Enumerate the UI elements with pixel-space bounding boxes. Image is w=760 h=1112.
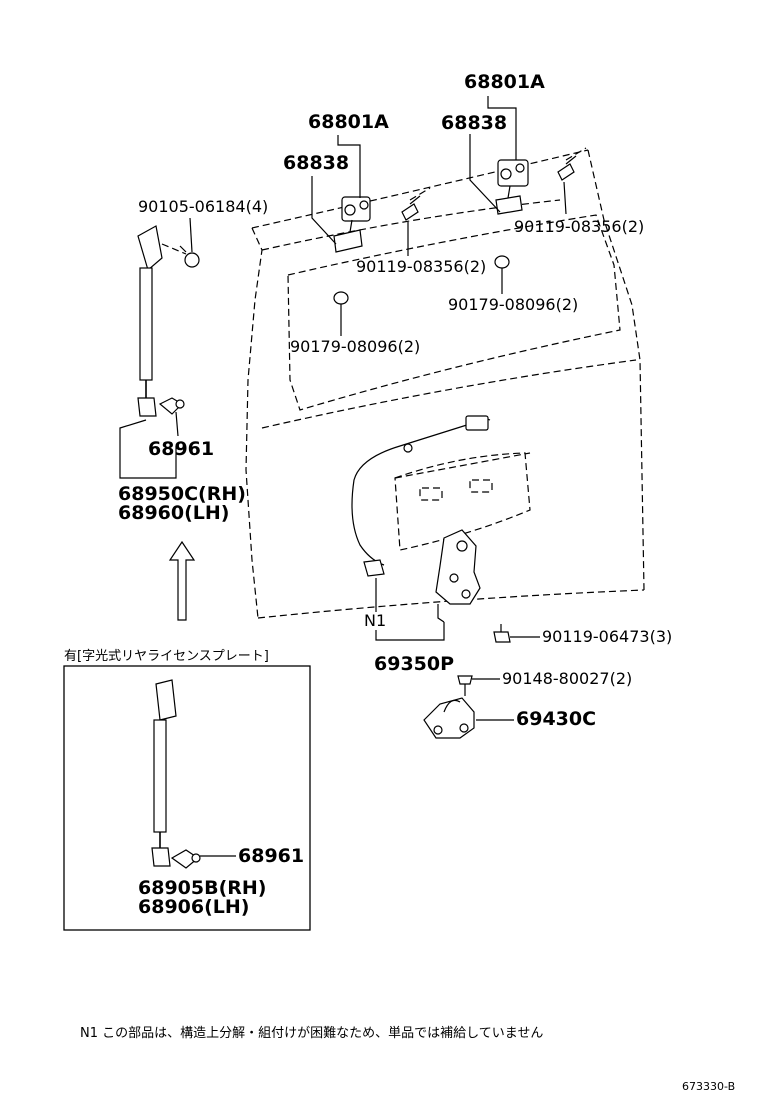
label-screw-right: 90119-08356(2) [514, 217, 644, 236]
hinge-left-part [333, 196, 371, 253]
license-garnish [394, 452, 531, 551]
inset-stud-ball-part [170, 849, 236, 869]
label-n1: N1 [364, 611, 386, 630]
label-inset-strut-lh: 68906(LH) [138, 896, 249, 918]
leader-lines [119, 96, 567, 721]
inset-gas-strut [151, 679, 177, 867]
label-bolt-strut-upper: 90105-06184(4) [138, 197, 268, 216]
nut-left-part [333, 291, 349, 305]
nut-right-part [494, 255, 510, 269]
gas-strut-main [137, 225, 187, 417]
label-screw-lock: 90119-06473(3) [542, 627, 672, 646]
label-lock-assy: 69350P [374, 653, 454, 675]
screw-center-part [401, 195, 421, 221]
label-inset-stud-ball: 68961 [238, 845, 304, 867]
label-bracket-left: 68838 [283, 152, 349, 174]
label-hinge-left: 68801A [308, 111, 389, 133]
stud-ball-part [158, 397, 185, 415]
footnote: N1 この部品は、構造上分解・組付けが困難なため、単品では補給していません [80, 1025, 543, 1041]
lock-assy-part [435, 529, 481, 605]
label-stud-ball: 68961 [148, 438, 214, 460]
bolt-strut-upper-part [179, 245, 200, 268]
hinge-right-part [495, 159, 529, 215]
label-screw-center: 90119-08356(2) [356, 257, 486, 276]
inset-box [63, 665, 311, 931]
label-nut-left: 90179-08096(2) [290, 337, 420, 356]
reference-code: 673330-B [682, 1080, 735, 1093]
label-bracket-right: 68838 [441, 112, 507, 134]
direction-arrow [168, 540, 196, 621]
screw-right-part [557, 155, 577, 181]
label-strut-rh: 68950C(RH) [118, 483, 246, 505]
label-screw-striker: 90148-80027(2) [502, 669, 632, 688]
label-striker: 69430C [516, 708, 596, 730]
label-hinge-right: 68801A [464, 71, 545, 93]
label-nut-right: 90179-08096(2) [448, 295, 578, 314]
screw-lock-part [493, 624, 511, 643]
label-strut-lh: 68960(LH) [118, 502, 229, 524]
screw-striker-part [457, 675, 473, 696]
inset-title: 有[字光式リヤライセンスプレート] [64, 649, 269, 664]
label-inset-strut-rh: 68905B(RH) [138, 877, 266, 899]
wire-harness [351, 415, 491, 577]
striker-part [423, 697, 475, 739]
